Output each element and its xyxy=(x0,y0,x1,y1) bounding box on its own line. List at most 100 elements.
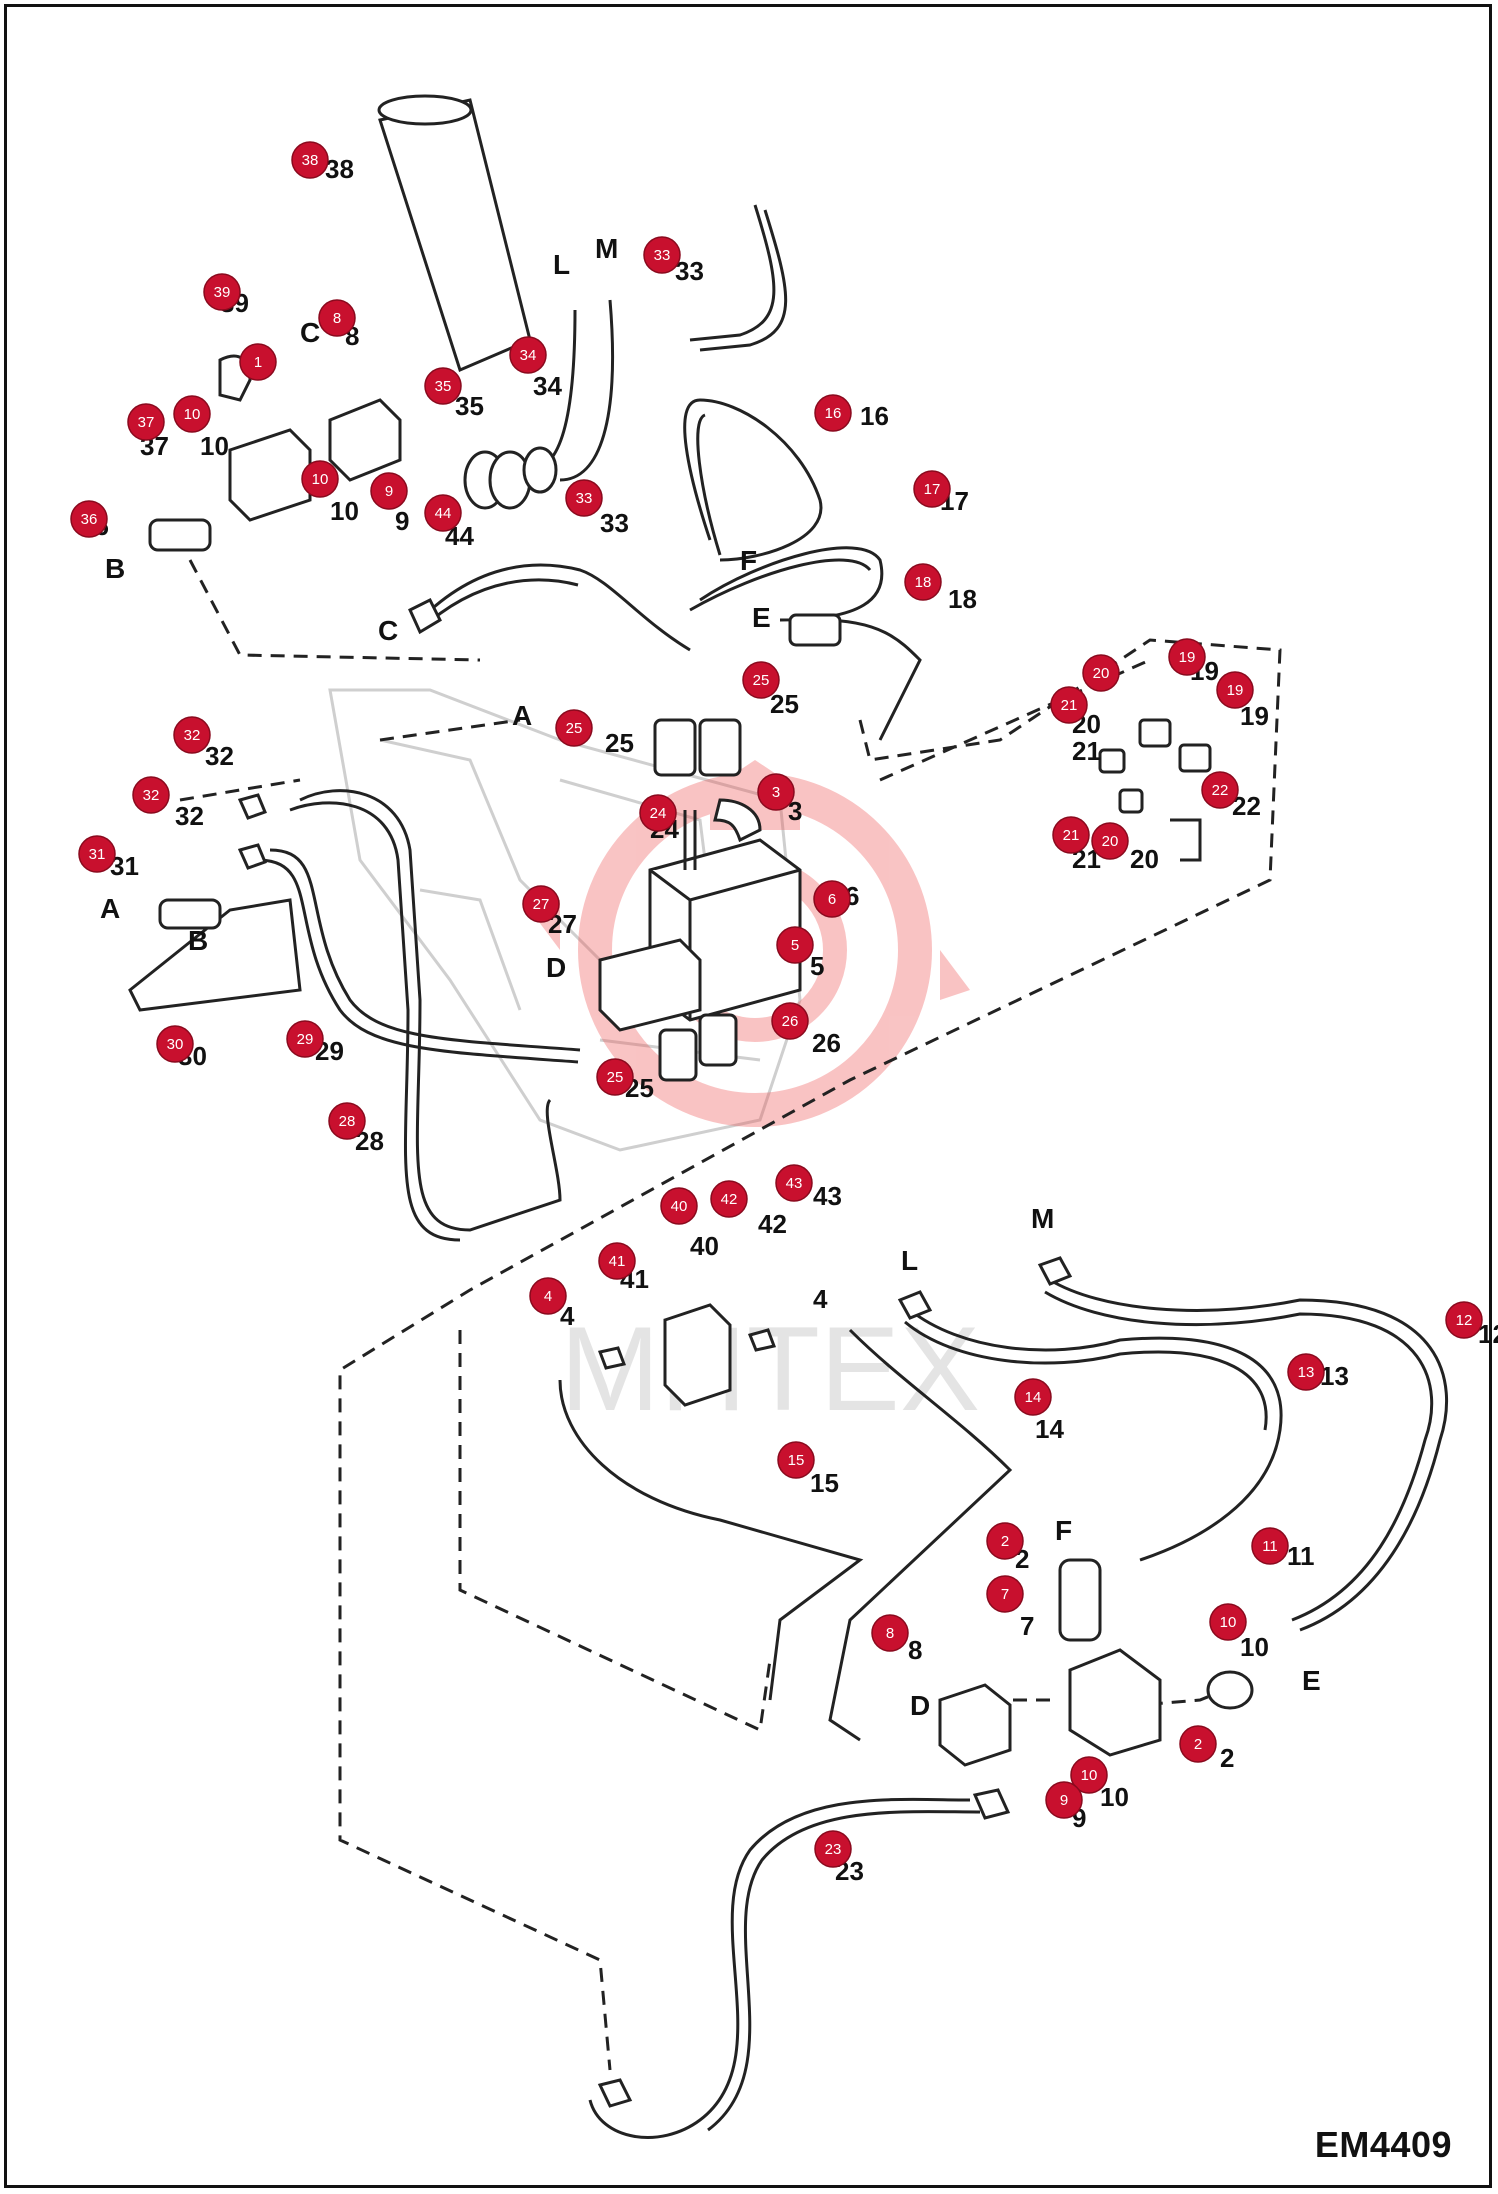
callout-circle xyxy=(771,1002,809,1040)
callout-circle xyxy=(598,1242,636,1280)
connection-letter: B xyxy=(188,925,208,956)
callout-number: 8 xyxy=(886,1625,894,1642)
callout-27: 27 xyxy=(522,885,560,923)
callout-number: 12 xyxy=(1456,1312,1473,1329)
callout-10: 10 xyxy=(1070,1756,1108,1794)
part-label: 16 xyxy=(860,401,889,431)
callout-32: 32 xyxy=(173,716,211,754)
callout-number: 33 xyxy=(576,490,593,507)
callout-19: 19 xyxy=(1168,638,1206,676)
callout-circle xyxy=(132,776,170,814)
callout-circle xyxy=(986,1522,1024,1560)
callout-25: 25 xyxy=(742,661,780,699)
callout-43: 43 xyxy=(775,1164,813,1202)
callout-17: 17 xyxy=(913,470,951,508)
connection-letter: C xyxy=(378,615,398,646)
callout-37: 37 xyxy=(127,403,165,441)
callout-circle xyxy=(173,716,211,754)
callout-circle xyxy=(127,403,165,441)
callout-10: 10 xyxy=(1209,1603,1247,1641)
callout-9: 9 xyxy=(1045,1781,1083,1819)
part-label: 4 xyxy=(813,1284,828,1314)
callout-44: 44 xyxy=(424,494,462,532)
part-label: 40 xyxy=(690,1231,719,1261)
callout-34: 34 xyxy=(509,336,547,374)
callout-circle xyxy=(913,470,951,508)
callout-33: 33 xyxy=(565,479,603,517)
callout-20: 20 xyxy=(1091,822,1129,860)
callout-number: 10 xyxy=(1220,1614,1237,1631)
callout-15: 15 xyxy=(777,1441,815,1479)
callout-circle xyxy=(1052,816,1090,854)
dashed-connection-lines xyxy=(179,559,1282,2071)
callout-circle xyxy=(660,1187,698,1225)
part-label: 7 xyxy=(1020,1611,1034,1641)
connection-letter: L xyxy=(901,1245,918,1276)
callout-circle xyxy=(1216,671,1254,709)
callout-10: 10 xyxy=(173,395,211,433)
callout-number: 23 xyxy=(825,1841,842,1858)
callout-circle xyxy=(529,1277,567,1315)
callout-24: 24 xyxy=(639,794,677,832)
callout-number: 16 xyxy=(825,405,842,422)
callout-32: 32 xyxy=(132,776,170,814)
callout-circle xyxy=(742,661,780,699)
callout-circle xyxy=(777,1441,815,1479)
callout-number: 10 xyxy=(184,406,201,423)
callout-33: 33 xyxy=(643,236,681,274)
callout-number: 24 xyxy=(650,805,667,822)
callout-number: 29 xyxy=(297,1031,314,1048)
callout-circle xyxy=(1179,1725,1217,1763)
callout-number: 28 xyxy=(339,1113,356,1130)
callout-circle xyxy=(1050,686,1088,724)
callout-circle xyxy=(1045,1781,1083,1819)
callout-circle xyxy=(424,494,462,532)
callout-9: 9 xyxy=(370,472,408,510)
callout-5: 5 xyxy=(776,926,814,964)
callout-13: 13 xyxy=(1287,1353,1325,1391)
callout-30: 30 xyxy=(156,1025,194,1063)
callout-19: 19 xyxy=(1216,671,1254,709)
part-label: 38 xyxy=(325,154,354,184)
part-label: 25 xyxy=(770,689,799,719)
callout-2: 2 xyxy=(986,1522,1024,1560)
callout-circle xyxy=(1445,1301,1483,1339)
callout-22: 22 xyxy=(1201,771,1239,809)
callout-number: 2 xyxy=(1194,1736,1202,1753)
callout-number: 37 xyxy=(138,414,155,431)
connection-letter: E xyxy=(1302,1665,1321,1696)
callout-12: 12 xyxy=(1445,1301,1483,1339)
callout-4: 4 xyxy=(529,1277,567,1315)
drawing-code: EM4409 xyxy=(1314,2124,1452,2165)
callout-circle xyxy=(78,835,116,873)
callout-circle xyxy=(710,1180,748,1218)
part-label: 43 xyxy=(813,1181,842,1211)
callout-circle xyxy=(1168,638,1206,676)
callout-21: 21 xyxy=(1050,686,1088,724)
part-label: 10 xyxy=(200,431,229,461)
part-label: 18 xyxy=(948,584,977,614)
callout-number: 18 xyxy=(915,574,932,591)
callout-circle xyxy=(1201,771,1239,809)
callout-circle xyxy=(328,1102,366,1140)
callout-number: 33 xyxy=(654,247,671,264)
callout-3: 3 xyxy=(757,773,795,811)
callout-38: 38 xyxy=(291,141,329,179)
connection-letter: E xyxy=(752,602,771,633)
callout-number: 43 xyxy=(786,1175,803,1192)
callout-circle xyxy=(1014,1378,1052,1416)
callout-circle xyxy=(1082,654,1120,692)
callout-number: 25 xyxy=(566,720,583,737)
callout-number: 14 xyxy=(1025,1389,1042,1406)
part-label: 9 xyxy=(395,506,409,536)
callout-number: 35 xyxy=(435,378,452,395)
callout-number: 11 xyxy=(1262,1538,1278,1555)
callout-number: 4 xyxy=(544,1288,552,1305)
callout-11: 11 xyxy=(1251,1527,1289,1565)
callout-number: 25 xyxy=(607,1069,624,1086)
callout-2: 2 xyxy=(1179,1725,1217,1763)
callout-circle xyxy=(596,1058,634,1096)
